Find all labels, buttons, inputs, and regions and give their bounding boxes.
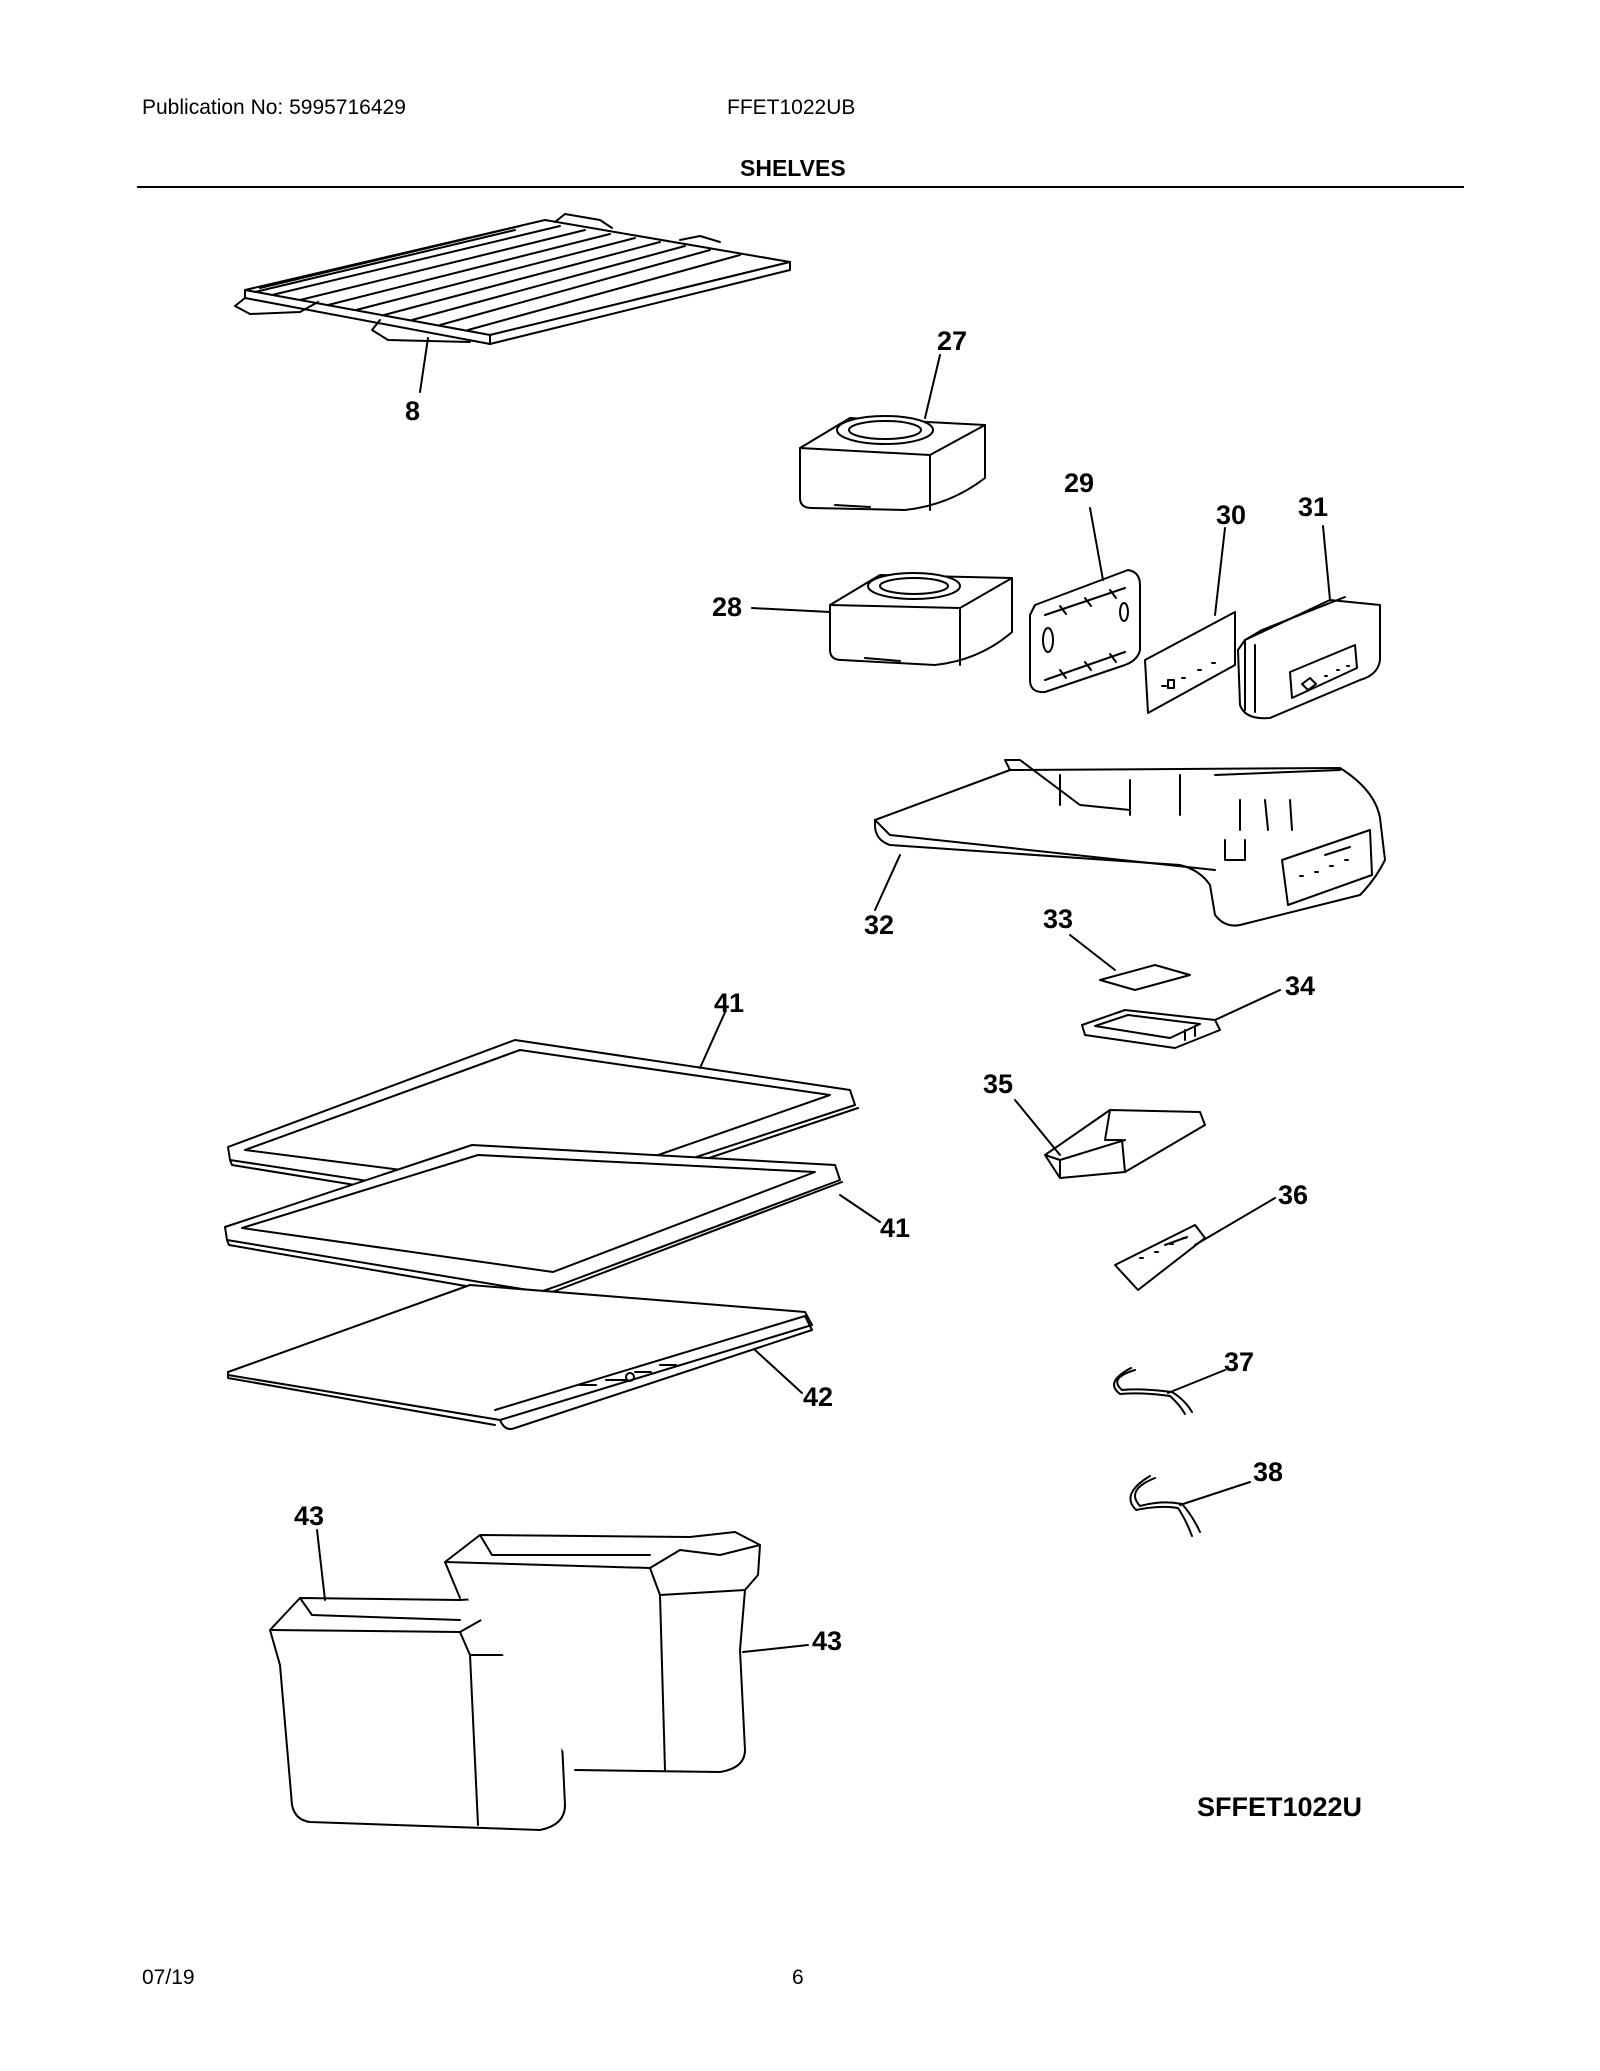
small-tray-part-35 xyxy=(1044,1109,1206,1179)
leader-8 xyxy=(419,337,429,393)
part-label-31: 31 xyxy=(1298,492,1329,522)
leader-38 xyxy=(1179,1481,1251,1506)
part-label-27: 27 xyxy=(937,326,968,356)
part-label-43-front: 43 xyxy=(294,1501,325,1531)
leader-35 xyxy=(1014,1099,1061,1156)
leader-37 xyxy=(1167,1369,1226,1394)
part-label-28: 28 xyxy=(712,592,743,622)
pad-part-33 xyxy=(1099,964,1191,991)
leader-34 xyxy=(1214,989,1281,1021)
header-rule xyxy=(137,186,1464,188)
part-label-8: 8 xyxy=(405,396,421,426)
leader-28 xyxy=(751,607,831,613)
part-label-38: 38 xyxy=(1253,1457,1284,1487)
dispenser-cover-part-28 xyxy=(829,572,1013,666)
part-label-36: 36 xyxy=(1278,1180,1309,1210)
part-label-43-rear: 43 xyxy=(812,1626,843,1656)
leader-27 xyxy=(924,354,941,419)
leader-33 xyxy=(1069,934,1116,971)
part-label-41-upper: 41 xyxy=(714,988,745,1018)
leader-31 xyxy=(1322,525,1331,601)
leader-41a xyxy=(699,1009,727,1069)
frame-part-34 xyxy=(1081,1009,1221,1049)
glass-shelf-part-41-lower xyxy=(224,1144,843,1299)
control-board-part-30 xyxy=(1144,611,1236,714)
footer-page-number: 6 xyxy=(792,1966,804,1989)
crisper-cover-part-42 xyxy=(227,1284,813,1430)
bracket-plate-part-29 xyxy=(1029,569,1141,694)
leader-43a xyxy=(316,1529,326,1601)
leader-30 xyxy=(1214,527,1226,616)
part-label-37: 37 xyxy=(1224,1347,1255,1377)
part-label-42: 42 xyxy=(803,1382,834,1412)
section-title: SHELVES xyxy=(740,155,846,181)
publication-number: Publication No: 5995716429 xyxy=(142,96,406,119)
diagram-code: SFFET1022U xyxy=(1197,1792,1363,1822)
overlay-part-36 xyxy=(1114,1224,1206,1291)
leader-36 xyxy=(1194,1197,1276,1246)
model-number: FFET1022UB xyxy=(727,96,856,119)
dispenser-cover-part-27 xyxy=(799,415,986,511)
wire-shelf-part-8 xyxy=(234,213,791,345)
leader-32 xyxy=(874,854,901,911)
wire-clip-part-37 xyxy=(1113,1367,1193,1415)
footer-date: 07/19 xyxy=(142,1966,195,1989)
part-label-29: 29 xyxy=(1064,468,1095,498)
part-label-30: 30 xyxy=(1216,500,1247,530)
part-label-32: 32 xyxy=(864,910,895,940)
part-label-41-lower: 41 xyxy=(880,1213,911,1243)
dispenser-tray-part-32 xyxy=(874,759,1386,927)
part-label-33: 33 xyxy=(1043,904,1074,934)
crisper-bin-part-43-rear xyxy=(444,1531,761,1773)
part-label-34: 34 xyxy=(1285,971,1316,1001)
leader-41b xyxy=(839,1194,881,1223)
leader-42 xyxy=(754,1349,803,1394)
leader-29 xyxy=(1089,507,1104,581)
leader-43b xyxy=(742,1644,809,1653)
part-label-35: 35 xyxy=(983,1069,1014,1099)
wire-clip-part-38 xyxy=(1129,1475,1201,1537)
control-housing-part-31 xyxy=(1237,596,1381,720)
